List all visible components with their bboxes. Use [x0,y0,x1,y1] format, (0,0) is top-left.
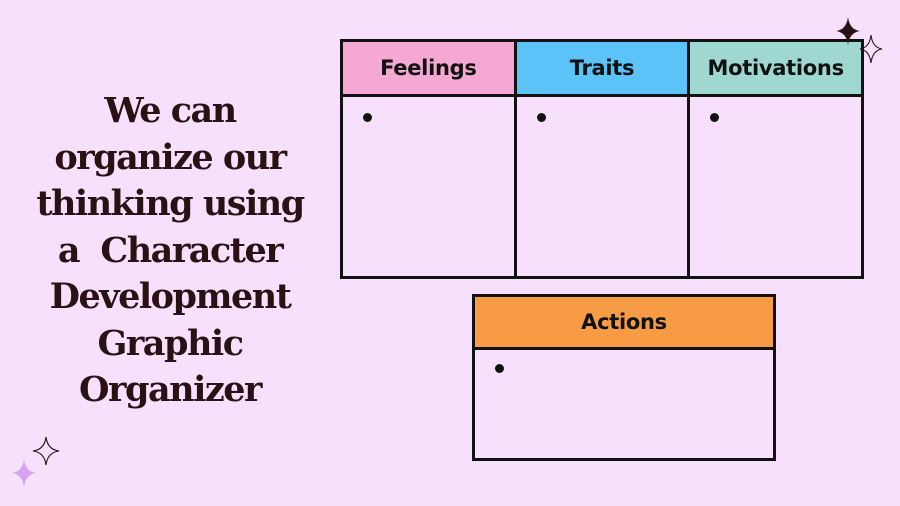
heading-line: Development [49,276,292,317]
heading-line: organize our [54,136,287,178]
column-header-feelings: Feelings [343,42,514,97]
column-feelings: Feelings [343,42,517,276]
slide-heading: We can organize our thinking using a Cha… [20,88,320,414]
column-header-motivations: Motivations [690,42,862,97]
heading-line: Organizer [79,369,262,410]
sparkle-icon [836,17,860,45]
column-header-actions: Actions [475,297,773,350]
heading-line: a Character [57,229,284,271]
sparkle-icon [12,459,36,487]
sparkle-icon [859,34,883,64]
bullet-point [363,113,372,122]
column-traits: Traits [516,42,691,276]
bullet-point [536,113,546,122]
heading-line: Graphic [97,322,244,364]
graphic-organizer-actions: Actions [472,294,776,461]
bullet-point [495,364,504,373]
sparkle-icon [32,436,60,466]
bullet-point [710,113,720,122]
column-header-traits: Traits [516,42,688,97]
column-body-traits[interactable] [517,97,688,276]
graphic-organizer-top: Feelings Traits Motivations [340,39,864,279]
column-body-motivations[interactable] [690,97,861,276]
column-body-feelings[interactable] [343,97,514,276]
heading-line: We can [104,90,237,131]
heading-line: thinking using [36,183,305,224]
column-body-actions[interactable] [475,350,773,458]
column-motivations: Motivations [690,42,862,276]
